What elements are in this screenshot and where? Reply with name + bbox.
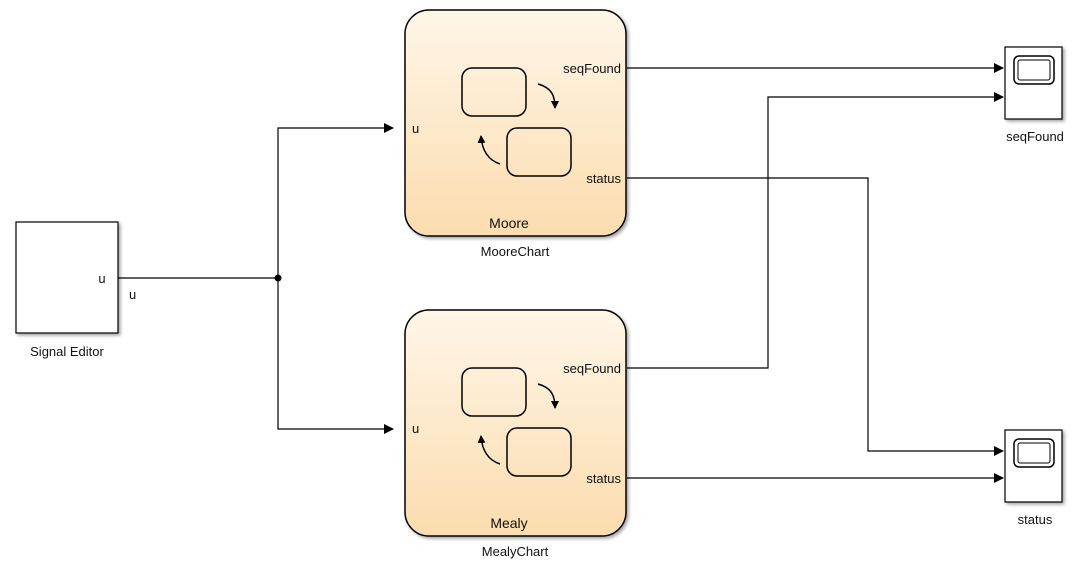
scope-status-name[interactable]: status [1018, 512, 1053, 527]
signal-line-moore-status[interactable] [627, 177, 1004, 456]
branch-point [274, 274, 282, 282]
signal-line-mealy-seqfound[interactable] [627, 92, 1004, 369]
moore-chart-label: Moore [489, 215, 529, 231]
scope-icon [1013, 55, 1055, 85]
moore-chart-name[interactable]: MooreChart [481, 244, 550, 259]
scope-seqfound-block[interactable] [1004, 46, 1063, 120]
moore-port-status: status [586, 171, 621, 186]
mealy-chart-block[interactable]: u seqFound status Mealy [404, 309, 627, 537]
signal-line-u-to-mealy[interactable] [277, 278, 394, 434]
mealy-port-u: u [412, 421, 419, 436]
scope-seqfound-name[interactable]: seqFound [1006, 129, 1064, 144]
moore-port-u: u [412, 121, 419, 136]
signal-editor-block[interactable]: u [15, 221, 119, 334]
signal-editor-name[interactable]: Signal Editor [30, 344, 104, 359]
mealy-chart-label: Mealy [490, 515, 527, 531]
signal-label-u[interactable]: u [129, 287, 136, 302]
mealy-port-seqfound: seqFound [563, 361, 621, 376]
signal-line-u-to-moore[interactable] [277, 123, 394, 278]
mealy-chart-name[interactable]: MealyChart [482, 544, 549, 559]
stateflow-icon [461, 367, 572, 477]
moore-chart-block[interactable]: u seqFound status Moore [404, 9, 627, 237]
scope-icon [1013, 438, 1055, 468]
signal-lines [118, 63, 1004, 483]
mealy-port-status: status [586, 471, 621, 486]
stateflow-icon [461, 67, 572, 177]
moore-port-seqfound: seqFound [563, 61, 621, 76]
scope-status-block[interactable] [1004, 429, 1063, 503]
signal-editor-port-u: u [98, 271, 105, 286]
